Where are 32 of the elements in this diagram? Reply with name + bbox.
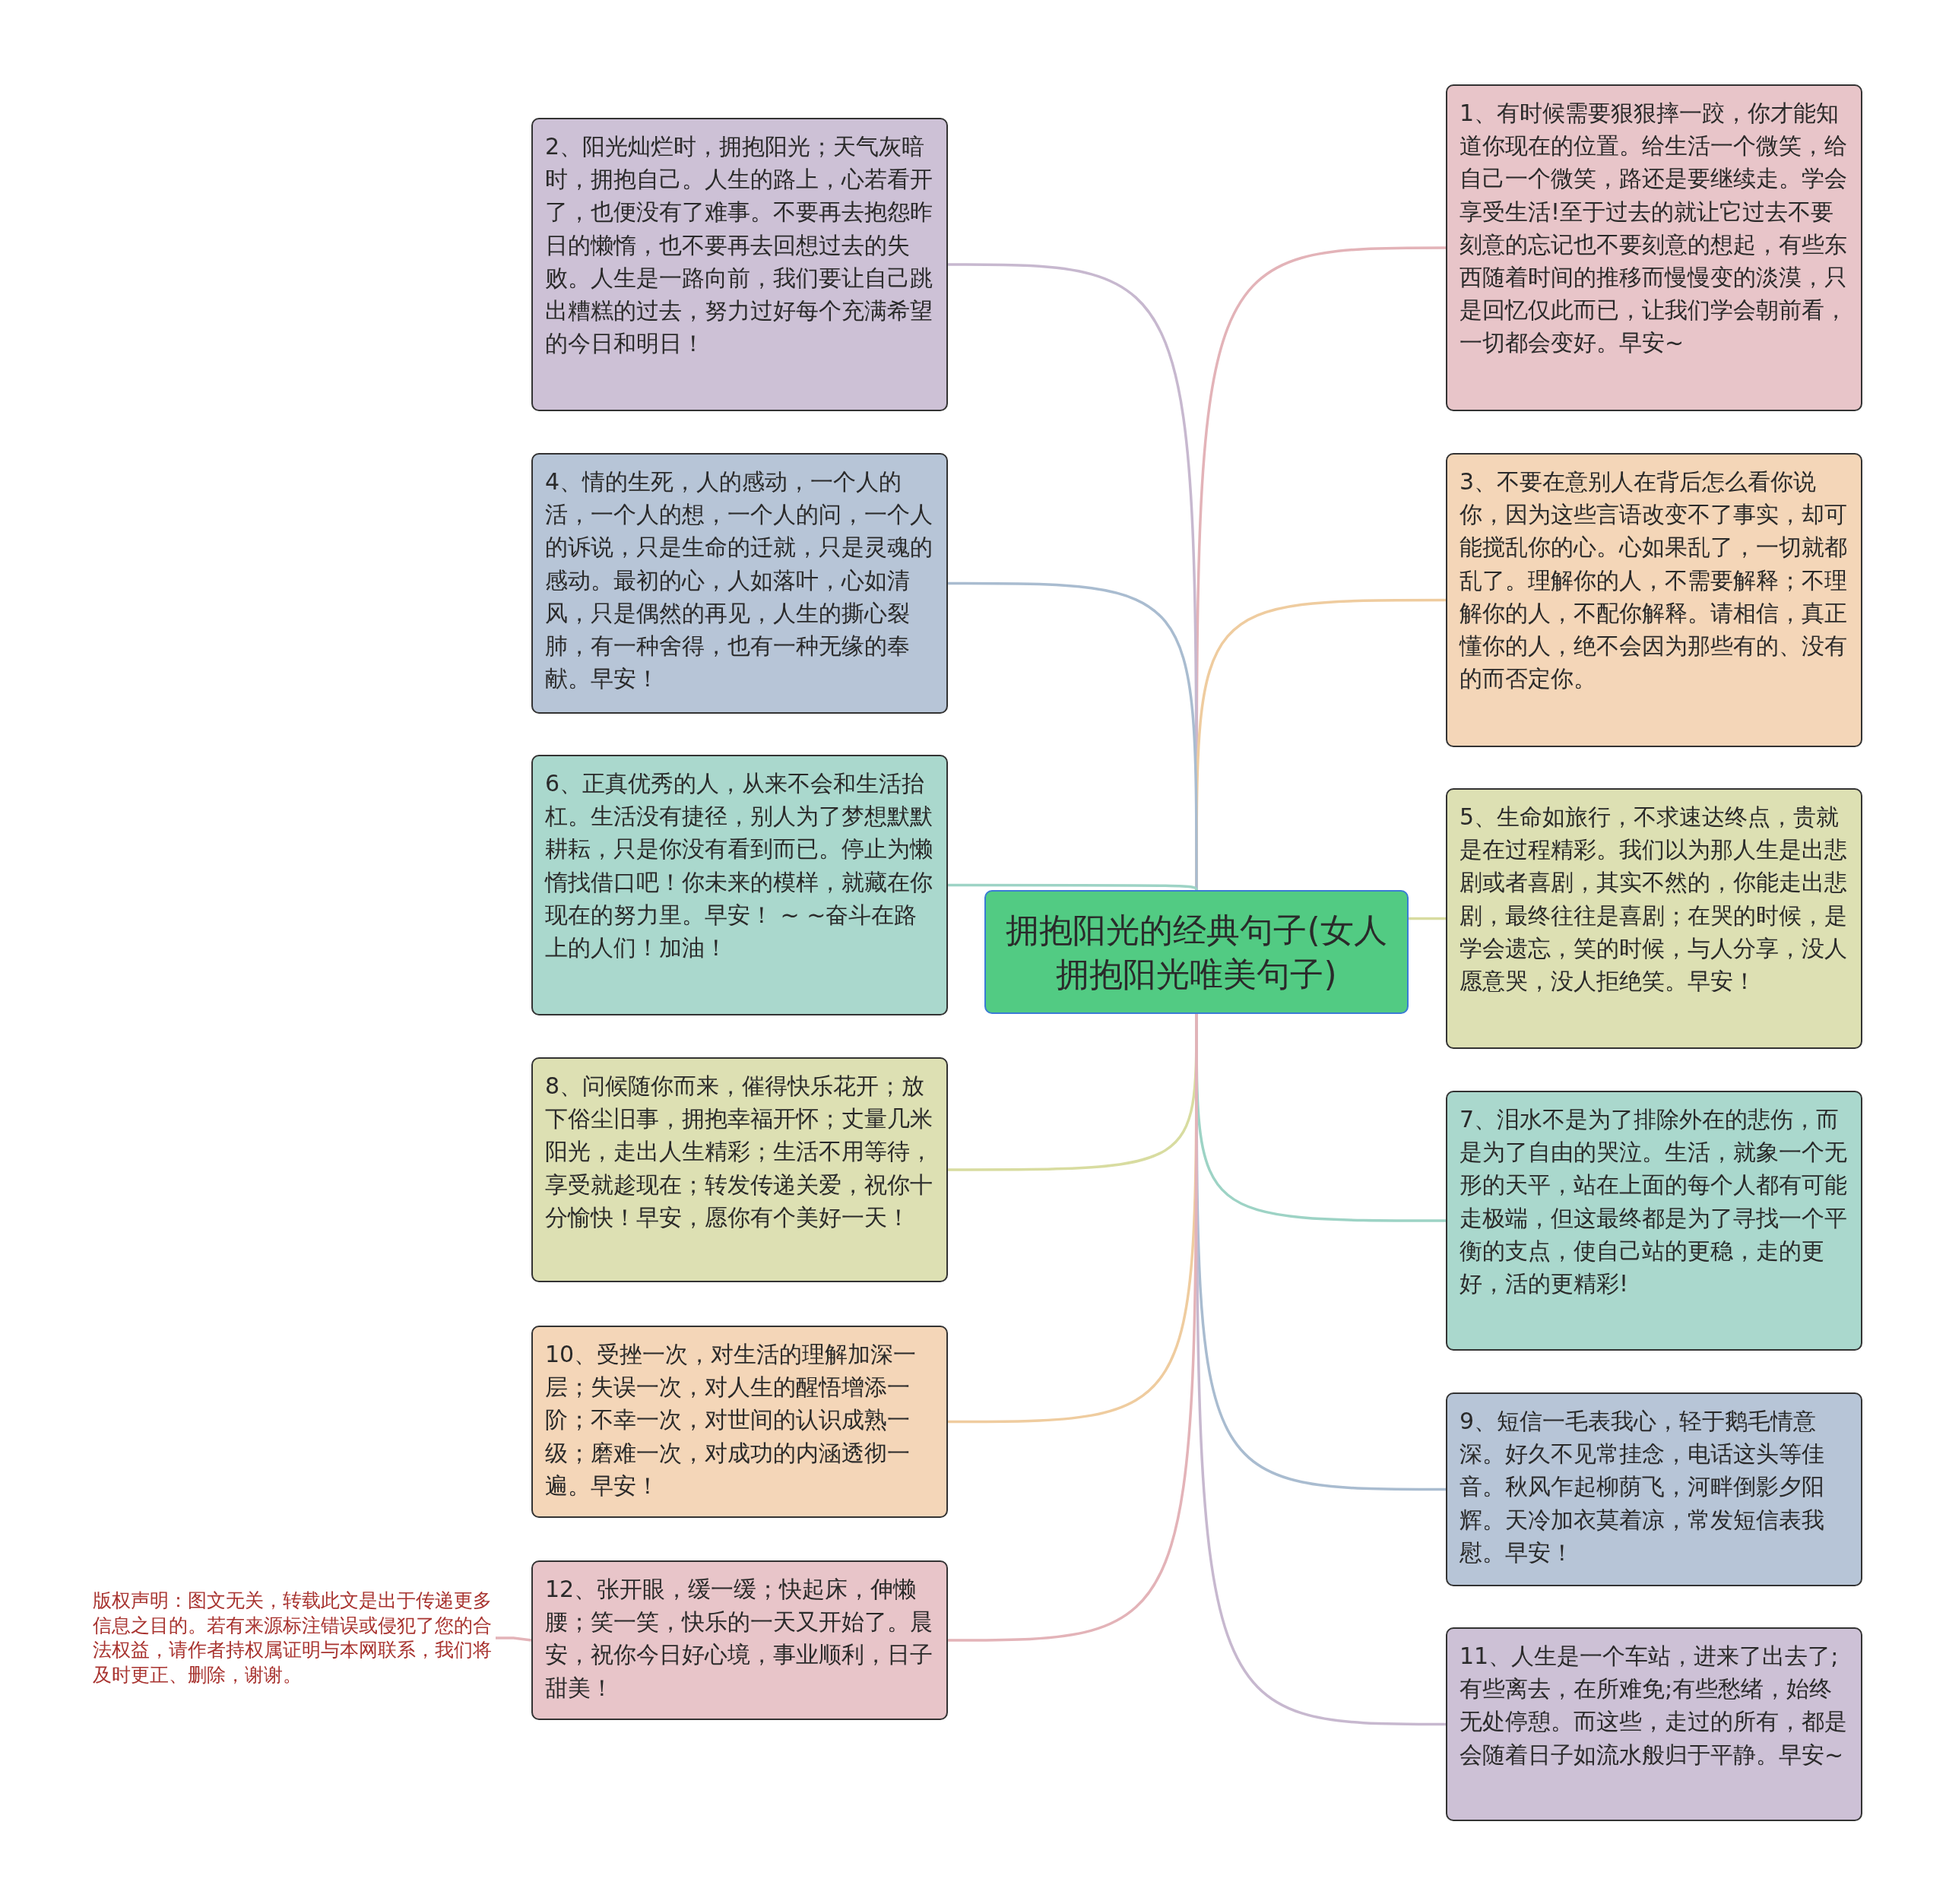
quote-box (531, 1560, 948, 1720)
quote-text: 6、正真优秀的人，从来不会和生活抬杠。生活没有捷径，别人为了梦想默默耕耘，只是你没有看到而已。停止为懒惰找借口吧！你未来的模样，就藏在你现在的努力里。早安！ ~ ~奋斗在路上的人们！加油！ (545, 769, 933, 962)
quote-text: 2、阳光灿烂时，拥抱阳光；天气灰暗时，拥抱自己。人生的路上，心若看开了，也便没有了难事。不要再去抱怨昨日的懒惰，也不要再去回想过去的失败。人生是一路向前，我们要让自己跳出糟糕的过去，努力过好每个充满希望的今日和明日！ (545, 132, 933, 359)
quote-text: 12、张开眼，缓一缓；快起床，伸懒腰；笑一笑，快乐的一天又开始了。晨安，祝你今日好心境，事业顺利，日子甜美！ (545, 1575, 933, 1703)
quote-box (1446, 453, 1862, 747)
quote-text: 5、生命如旅行，不求速达终点，贵就是在过程精彩。我们以为那人生是出悲剧或者喜剧，其实不然的，你能走出悲剧，最终往往是喜剧；在哭的时候，是学会遗忘，笑的时候，与人分享，没人愿意哭，没人拒绝笑。早安！ (1460, 803, 1848, 996)
quote-box (1446, 1392, 1862, 1586)
connector-line (948, 581, 1198, 890)
quote-box (1446, 84, 1862, 411)
connector-line (948, 1014, 1198, 1642)
quote-box (1446, 1091, 1862, 1351)
topic-title: 拥抱阳光的经典句子(女人拥抱阳光唯美句子) (1005, 910, 1388, 995)
quote-box (531, 118, 948, 411)
quote-text: 3、不要在意别人在背后怎么看你说你，因为这些言语改变不了事实，却可能搅乱你的心。心如果乱了，一切就都乱了。理解你的人，不需要解释；不理解你的人，不配你解释。请相信，真正懂你的人，绝不会因为那些有的、没有的而否定你。 (1460, 467, 1848, 694)
quote-text: 10、受挫一次，对生活的理解加深一层；失误一次，对人生的醒悟增添一阶；不幸一次，对世间的认识成熟一级；磨难一次，对成功的内涵透彻一遍。早安！ (545, 1340, 918, 1500)
quote-box (531, 755, 948, 1015)
connector-line (496, 1636, 532, 1642)
central-topic-box (984, 890, 1409, 1014)
quote-text: 9、短信一毛表我心，轻于鹅毛情意深。好久不见常挂念，电话这头等佳音。秋风乍起柳荫飞，河畔倒影夕阳辉。天冷加衣莫着凉，常发短信表我慰。早安！ (1460, 1407, 1825, 1567)
quote-box (531, 453, 948, 714)
quote-box (531, 1057, 948, 1282)
quote-box (1446, 1627, 1862, 1821)
quote-box (1446, 788, 1862, 1049)
quote-text: 8、问候随你而来，催得快乐花开；放下俗尘旧事，拥抱幸福开怀；丈量几米阳光，走出人生精彩；生活不用等待，享受就趁现在；转发传递关爱，祝你十分愉快！早安，愿你有个美好一天！ (545, 1072, 933, 1232)
connector-line (1409, 917, 1446, 920)
quote-text: 11、人生是一个车站，进来了出去了;有些离去，在所难免;有些愁绪，始终无处停憩。而这些，走过的所有，都是会随着日子如流水般归于平静。早安~ (1460, 1642, 1848, 1769)
quote-box (531, 1326, 948, 1518)
quote-text: 4、情的生死，人的感动，一个人的活，一个人的想，一个人的问，一个人的诉说，只是生命的迁就，只是灵魂的感动。最初的心，人如落叶，心如清风，只是偶然的再见，人生的撕心裂肺，有一种舍得，也有一种无缘的奉献。早安！ (545, 467, 933, 694)
quote-text: 7、泪水不是为了排除外在的悲伤，而是为了自由的哭泣。生活，就象一个无形的天平，站在上面的每个人都有可能走极端，但这最终都是为了寻找一个平衡的支点，使自己站的更稳，走的更好，活的更精彩! (1460, 1105, 1848, 1298)
quote-text: 1、有时候需要狠狠摔一跤，你才能知道你现在的位置。给生活一个微笑，给自己一个微笑，路还是要继续走。学会享受生活!至于过去的就让它过去不要刻意的忘记也不要刻意的想起，有些东西随着时间的推移而慢慢变的淡漠，只是回忆仅此而已，让我们学会朝前看，一切都会变好。早安~ (1460, 99, 1848, 358)
connector-line (948, 883, 1198, 891)
copyright-note: 版权声明：图文无关，转载此文是出于传递更多信息之目的。若有来源标注错误或侵犯了您的合法权益，请作者持权属证明与本网联系，我们将及时更正、删除，谢谢。 (93, 1589, 496, 1687)
